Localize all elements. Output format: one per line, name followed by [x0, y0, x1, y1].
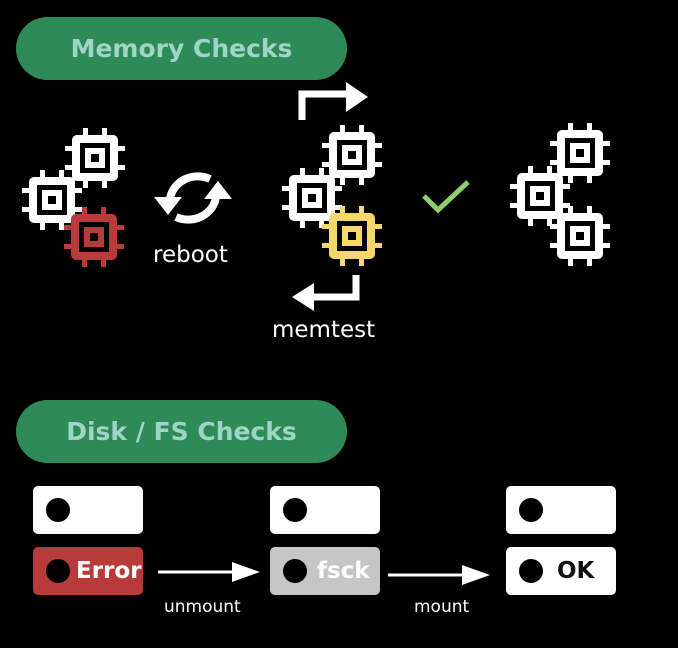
unmount-label: unmount	[164, 597, 241, 617]
cpu-chip-icon	[550, 206, 610, 266]
memtest-label: memtest	[272, 317, 376, 343]
drive-led-icon	[46, 498, 70, 522]
disk-drive-top	[506, 486, 616, 534]
chip-cluster-healthy	[510, 123, 610, 266]
memory-checks-title: Memory Checks	[70, 34, 293, 63]
disk-drive-top	[270, 486, 380, 534]
arrow-right-icon	[158, 562, 260, 582]
drive-led-icon	[283, 559, 307, 583]
status-badge-error: Error	[76, 558, 142, 584]
arrow-right-icon	[388, 565, 490, 585]
disk-drive-top	[33, 486, 143, 534]
chip-cluster-faulty	[22, 128, 125, 267]
disk-drive-error: Error	[33, 547, 143, 595]
memory-checks-header: Memory Checks	[16, 17, 347, 80]
status-badge-fsck: fsck	[317, 558, 370, 584]
arrow-right-icon	[298, 82, 368, 120]
arrow-left-icon	[292, 275, 360, 311]
reboot-label: reboot	[153, 242, 228, 268]
cpu-chip-faulty-icon	[64, 207, 124, 267]
chip-cluster-testing	[282, 125, 382, 266]
refresh-icon	[154, 172, 232, 224]
status-badge-ok: OK	[557, 558, 595, 584]
disk-fs-checks-header: Disk / FS Checks	[16, 400, 347, 463]
disk-drive-ok: OK	[506, 547, 616, 595]
drive-led-icon	[519, 559, 543, 583]
disk-fs-checks-title: Disk / FS Checks	[66, 417, 297, 446]
mount-label: mount	[414, 597, 470, 617]
drive-led-icon	[46, 559, 70, 583]
drive-led-icon	[519, 498, 543, 522]
drive-led-icon	[283, 498, 307, 522]
disk-drive-fsck: fsck	[270, 547, 380, 595]
checkmark-icon	[422, 180, 470, 214]
cpu-chip-testing-icon	[322, 206, 382, 266]
